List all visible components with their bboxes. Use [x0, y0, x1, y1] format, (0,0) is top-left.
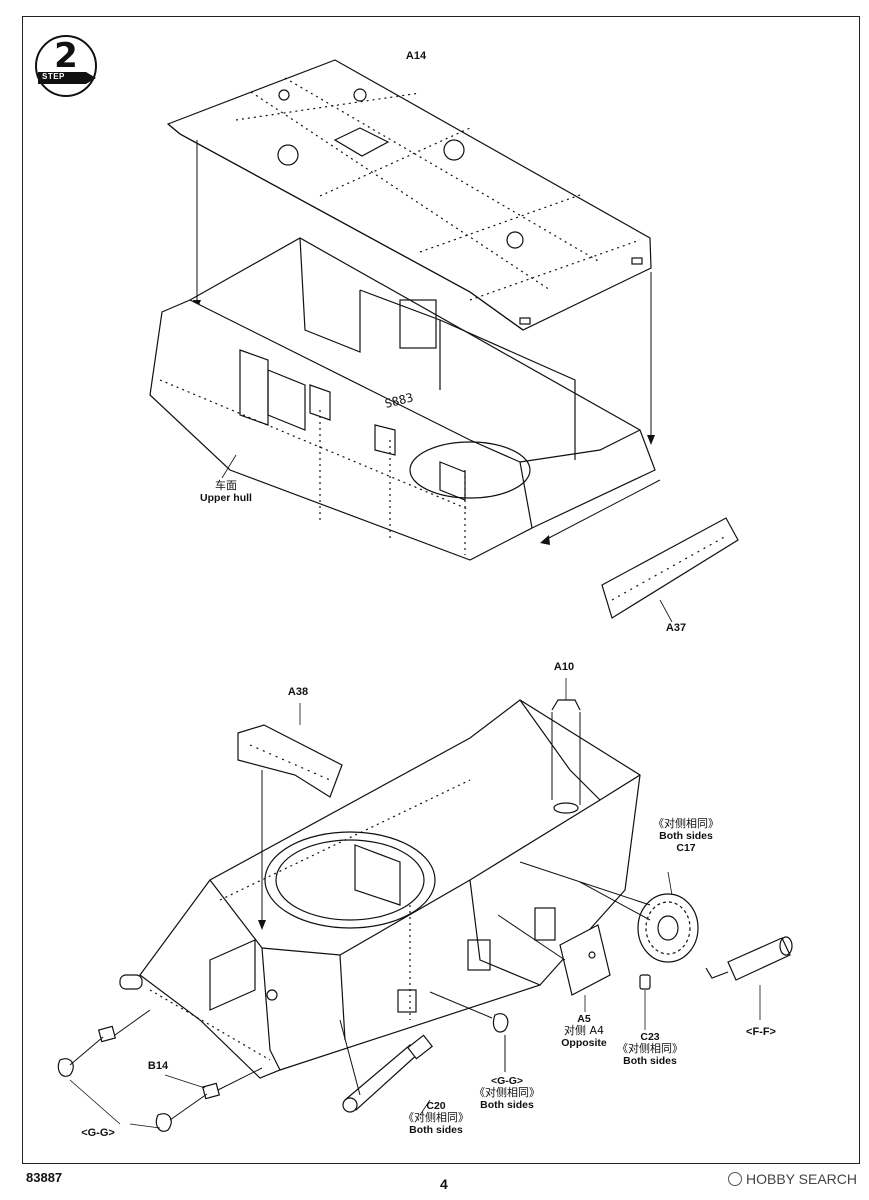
label-c17-zh: 《对侧相同》 — [653, 817, 719, 830]
part-b14 — [57, 1009, 263, 1132]
part-a10 — [551, 678, 581, 814]
label-a5: A5 — [577, 1013, 591, 1025]
label-c17: C17 — [676, 842, 696, 854]
label-upper-hull: 车面 Upper hull — [200, 479, 252, 505]
label-a5-en: Opposite — [561, 1037, 607, 1049]
watermark: HOBBY SEARCH — [728, 1171, 857, 1187]
part-c23 — [639, 974, 651, 1030]
lower-assembly — [57, 678, 793, 1132]
label-gg-mid-zh: 《对侧相同》 — [474, 1086, 540, 1099]
label-upper-hull-en: Upper hull — [200, 492, 252, 504]
label-c20-en: Both sides — [409, 1124, 463, 1136]
label-c20-zh: 《对侧相同》 — [403, 1111, 469, 1124]
label-a10: A10 — [553, 661, 575, 673]
part-gg-mid — [429, 991, 509, 1072]
label-c17-en: Both sides — [659, 830, 713, 842]
step-word: STEP — [42, 72, 65, 81]
part-a5 — [497, 914, 611, 1012]
label-c20: C20 — [426, 1100, 446, 1112]
label-upper-hull-zh: 车面 — [214, 479, 237, 492]
roof-plate-a14 — [166, 59, 652, 331]
svg-text:S883: S883 — [383, 390, 414, 411]
part-c17 — [519, 861, 699, 963]
label-gg-mid-group: <G-G> 《对侧相同》 Both sides — [474, 1075, 540, 1111]
label-gg-mid: <G-G> — [490, 1075, 524, 1087]
watermark-logo-icon — [728, 1172, 742, 1186]
step-number: 2 — [54, 36, 78, 76]
label-a5-zh: 对侧 A4 — [563, 1024, 605, 1037]
step-badge: 2 STEP — [34, 34, 98, 98]
part-ff-muffler — [705, 936, 793, 1020]
label-gg-mid-en: Both sides — [480, 1099, 534, 1111]
label-c20-group: C20 《对侧相同》 Both sides — [403, 1100, 469, 1136]
page-number: 4 — [440, 1176, 448, 1192]
label-c23-zh: 《对侧相同》 — [617, 1042, 683, 1055]
page-frame — [22, 16, 860, 1164]
upper-assembly: S883 — [149, 59, 739, 623]
label-ff: <F-F> — [746, 1026, 776, 1038]
label-c23-en: Both sides — [623, 1055, 677, 1067]
step-badge-icon — [35, 35, 97, 97]
part-a38 — [237, 703, 343, 930]
upper-hull: S883 — [149, 237, 661, 561]
label-gg-left: <G-G> — [81, 1127, 115, 1139]
label-c23: C23 — [640, 1031, 660, 1043]
kit-number: 83887 — [26, 1170, 63, 1185]
label-a14: A14 — [405, 50, 427, 62]
label-b14: B14 — [147, 1060, 169, 1072]
label-a37: A37 — [665, 622, 687, 634]
part-a37 — [601, 517, 739, 623]
hull-body — [119, 699, 641, 1079]
label-a5-group: A5 对侧 A4 Opposite — [561, 1013, 607, 1049]
watermark-text: HOBBY SEARCH — [746, 1171, 857, 1187]
part-c20 — [339, 1019, 434, 1116]
label-c17-group: 《对侧相同》 Both sides C17 — [653, 817, 719, 855]
label-c23-group: C23 《对侧相同》 Both sides — [617, 1031, 683, 1067]
label-a38: A38 — [287, 686, 309, 698]
